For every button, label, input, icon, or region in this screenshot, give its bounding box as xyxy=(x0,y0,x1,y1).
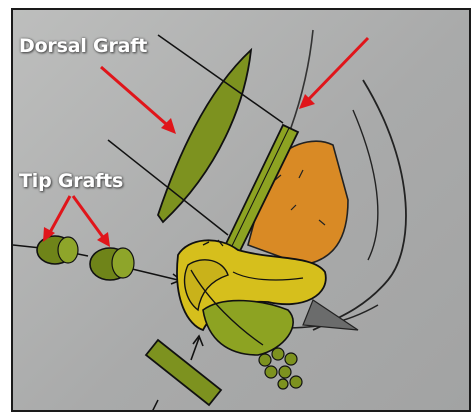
tip-grafts-label: Tip Grafts xyxy=(19,170,123,192)
cartilage-granule xyxy=(285,353,297,365)
tip-guide-line-right xyxy=(128,268,178,280)
columellar-strut-graft xyxy=(203,301,293,355)
tip-graft-arrow-right xyxy=(73,196,105,240)
cartilage-granule xyxy=(278,379,288,389)
sketch-paper: Dorsal Graft Tip Grafts xyxy=(11,8,471,412)
tip-graft-disc-face xyxy=(112,248,134,278)
dorsal-graft xyxy=(158,50,251,222)
cartilage-granule xyxy=(272,348,284,360)
dorsal-graft-label: Dorsal Graft xyxy=(19,35,147,57)
tip-graft-arrow-left xyxy=(48,196,70,236)
cartilage-granule xyxy=(290,376,302,388)
nostril-shadow xyxy=(303,300,358,330)
tip-graft-arrowhead-right xyxy=(97,232,110,247)
graft-sketch xyxy=(13,10,471,412)
cartilage-granule xyxy=(265,366,277,378)
dorsal-graft-arrow xyxy=(101,67,173,130)
cartilage-granule xyxy=(279,366,291,378)
cartilage-granule xyxy=(259,354,271,366)
strut-graft-bar xyxy=(146,340,221,405)
spreader-graft-arrow xyxy=(306,38,368,102)
tip-graft-disc-face xyxy=(58,237,78,263)
strut-guide-line xyxy=(151,400,158,412)
ala-outline xyxy=(353,110,378,260)
